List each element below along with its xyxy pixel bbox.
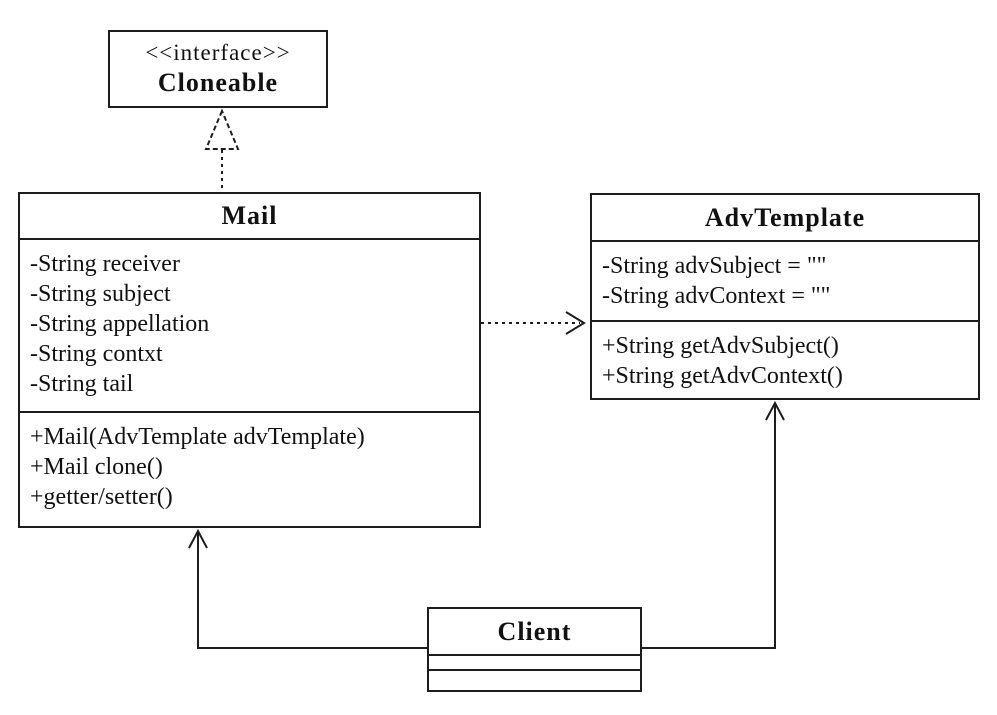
class-name-cloneable: Cloneable — [157, 68, 279, 97]
attribute-line: -String tail — [30, 371, 134, 397]
attribute-line: -String receiver — [30, 251, 180, 277]
class-box-mail: Mail -String receiver -String subject -S… — [18, 192, 481, 528]
class-box-client: Client — [427, 607, 642, 692]
method-line: +String getAdvContext() — [602, 363, 843, 389]
attribute-line: -String subject — [30, 281, 171, 307]
mail-methods-compartment: +Mail(AdvTemplate advTemplate) +Mail clo… — [20, 411, 479, 526]
advtemplate-methods-compartment: +String getAdvSubject() +String getAdvCo… — [592, 320, 978, 398]
attribute-line: -String advContext = "" — [602, 283, 831, 309]
method-line: +getter/setter() — [30, 484, 173, 510]
class-name-client: Client — [497, 616, 572, 646]
method-line: +Mail clone() — [30, 454, 163, 480]
client-methods-compartment — [429, 669, 640, 690]
class-box-cloneable: <<interface>> Cloneable — [108, 30, 328, 108]
class-name-advtemplate: AdvTemplate — [704, 202, 866, 232]
method-line: +Mail(AdvTemplate advTemplate) — [30, 424, 365, 450]
association-arrowhead-mail-icon — [188, 528, 208, 549]
realization-triangle-icon — [204, 108, 240, 150]
attribute-line: -String advSubject = "" — [602, 253, 827, 279]
attribute-line: -String contxt — [30, 341, 163, 367]
dependency-arrowhead-icon — [565, 311, 586, 335]
class-box-advtemplate: AdvTemplate -String advSubject = "" -Str… — [590, 193, 980, 400]
advtemplate-attributes-compartment: -String advSubject = "" -String advConte… — [592, 240, 978, 320]
association-line-client-mail — [197, 532, 427, 649]
interface-stereotype-label: <<interface>> — [145, 40, 291, 65]
mail-attributes-compartment: -String receiver -String subject -String… — [20, 238, 479, 411]
client-attributes-compartment — [429, 654, 640, 669]
attribute-line: -String appellation — [30, 311, 210, 337]
method-line: +String getAdvSubject() — [602, 333, 839, 359]
association-arrowhead-advtemplate-icon — [765, 400, 785, 421]
association-line-client-advtemplate — [642, 404, 776, 649]
class-name-mail: Mail — [221, 201, 278, 230]
